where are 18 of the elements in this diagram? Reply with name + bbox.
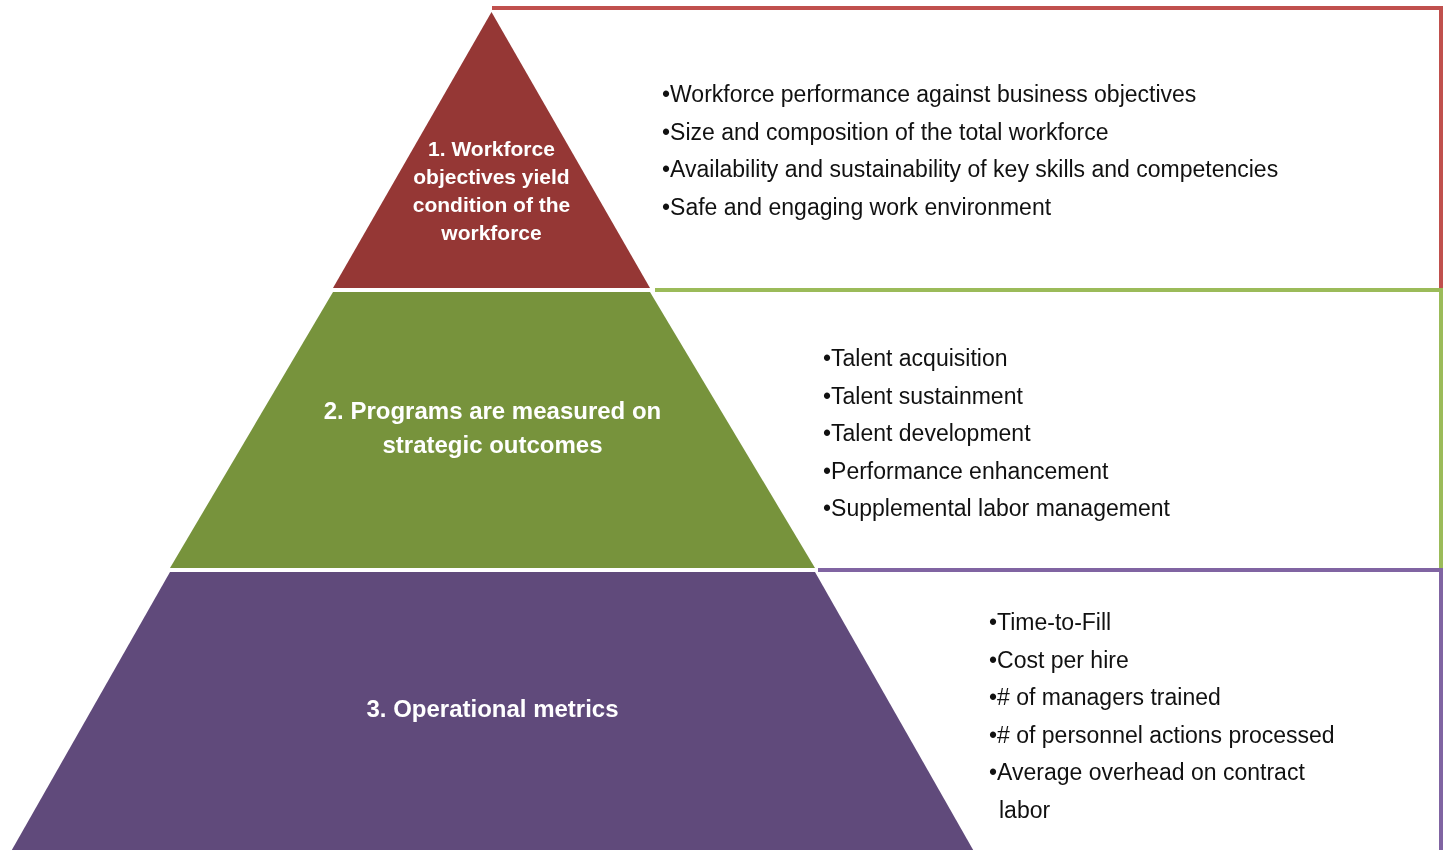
tier-label: 2. Programs are measured on strategic outcomes [322,396,663,460]
bullet-item: •Average overhead on contract labor [989,758,1306,825]
bullet-item: •Talent acquisition [823,344,1009,373]
bullet-item: •Size and composition of the total workforce [662,117,1110,147]
bullet-item: •# of managers trained [989,683,1222,712]
bullet-item: •Time-to-Fill [989,608,1113,637]
tier-label: 3. Operational metrics [366,694,619,724]
panel-box [980,568,1443,850]
bullet-item: •Safe and engaging work environment [662,192,1053,222]
bullet-item: •Workforce performance against business objectives [662,80,1198,109]
bullet-item: •Availability and sustainability of key skills and competencies [662,155,1280,184]
bullet-item: •Cost per hire [989,645,1130,675]
bullet-item: •# of personnel actions processed [989,720,1336,750]
bullet-item: •Talent sustainment [823,381,1024,411]
bullet-item: •Supplemental labor management [823,494,1171,523]
tier-label: 1. Workforce objectives yield condition of the workforce [411,136,572,246]
bullet-item: •Talent development [823,419,1032,448]
bullet-item: •Performance enhancement [823,456,1110,486]
